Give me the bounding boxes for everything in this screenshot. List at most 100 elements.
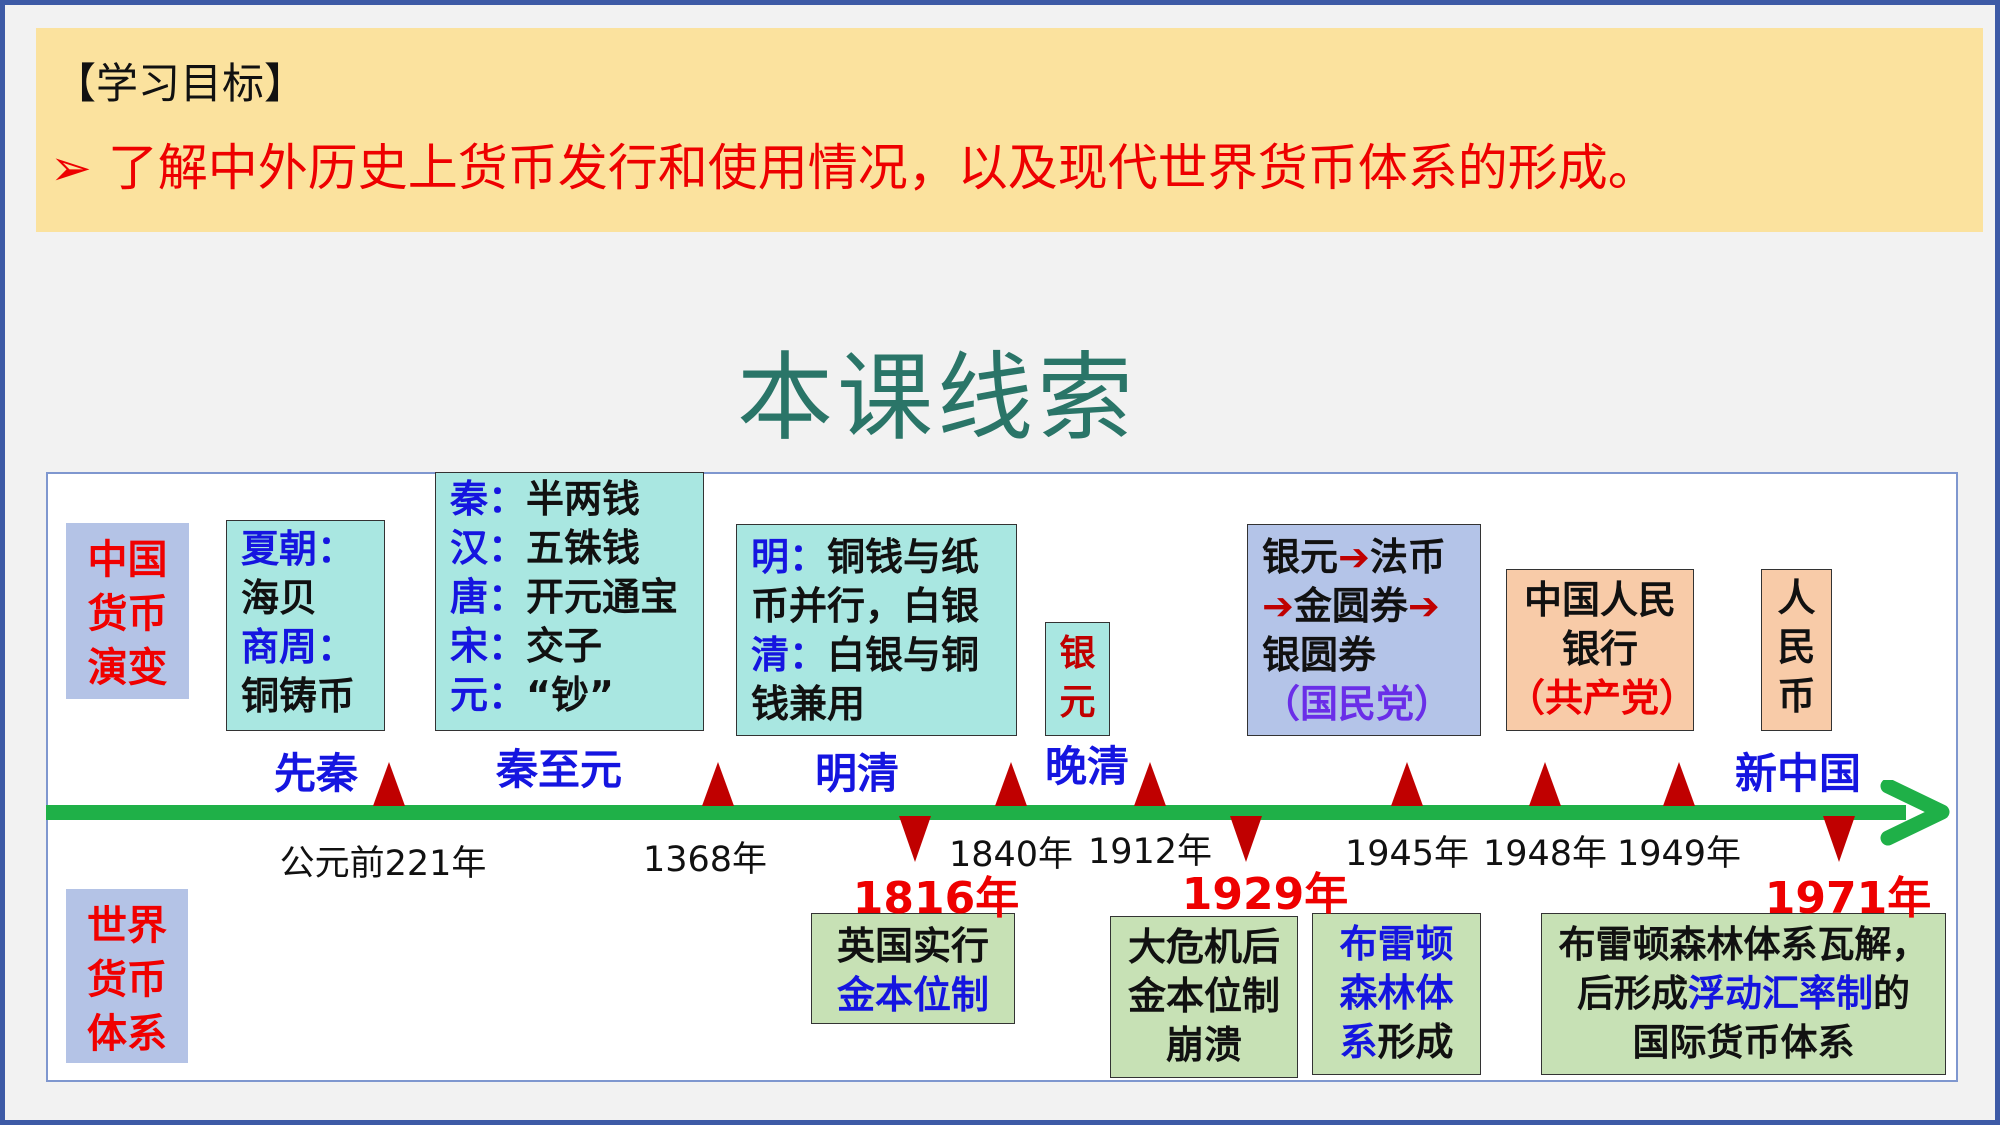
box-text: 开元通宝 xyxy=(526,575,679,619)
china_boxes-box: 夏朝： 海贝商周：铜铸币 xyxy=(226,520,385,731)
box-line: 海贝 xyxy=(241,574,370,623)
box-line: 金本位制 xyxy=(1111,972,1297,1021)
box-line: 后形成浮动汇率制的 xyxy=(1542,969,1945,1018)
box-text: 金本位制 xyxy=(1127,974,1280,1018)
year-label: 1840年 xyxy=(948,835,1074,875)
box-line: 布雷顿森林体系瓦解， xyxy=(1542,920,1945,969)
box-text: 钱兼用 xyxy=(751,682,866,726)
box-text: （国民党） xyxy=(1262,682,1453,726)
goal-text: ➢ 了解中外历史上货币发行和使用情况，以及现代世界货币体系的形成。 xyxy=(50,128,1658,200)
bullet-arrow-icon: ➢ xyxy=(50,139,92,197)
box-line: 国际货币体系 xyxy=(1542,1018,1945,1067)
side-label-china: 中国货币演变 xyxy=(66,523,189,699)
box-text: 海贝 xyxy=(241,576,318,620)
box-text: 金本位制 xyxy=(836,973,989,1017)
box-line: 夏朝： xyxy=(241,525,370,574)
box-line: 秦：半两钱 xyxy=(450,475,689,524)
box-line: 元：“钞” xyxy=(450,671,689,720)
era-label: 明清 xyxy=(814,749,900,798)
box-text: 形成 xyxy=(1377,1020,1454,1064)
box-line: 民 xyxy=(1762,623,1831,672)
box-text: 金圆券 xyxy=(1293,584,1408,628)
side-label-line: 货币 xyxy=(87,957,167,1003)
world_boxes-box: 大危机后金本位制崩溃 xyxy=(1110,916,1298,1078)
world-year-label: 1929年 xyxy=(1181,869,1349,920)
era-label: 先秦 xyxy=(273,749,359,798)
box-line: 元 xyxy=(1046,678,1109,727)
box-line: 铜铸币 xyxy=(241,672,370,721)
box-line: （共产党） xyxy=(1507,674,1697,723)
box-text: ➔ xyxy=(1262,584,1294,628)
box-line: 金本位制 xyxy=(812,971,1014,1020)
box-text: 秦： xyxy=(450,477,527,521)
goal-sentence: 了解中外历史上货币发行和使用情况，以及现代世界货币体系的形成。 xyxy=(107,139,1658,197)
box-text: 人 xyxy=(1777,576,1816,620)
box-line: 人 xyxy=(1762,574,1831,623)
side-label-line: 世界 xyxy=(87,903,167,949)
box-text: 白银与铜 xyxy=(827,633,980,677)
box-text: 的 xyxy=(1873,972,1910,1015)
box-text: 法币 xyxy=(1369,535,1446,579)
box-text: 币并行，白银 xyxy=(751,584,980,628)
box-text: 元： xyxy=(450,673,527,717)
box-text: 英国实行 xyxy=(836,924,989,968)
box-text: 商周： xyxy=(241,625,356,669)
box-line: 钱兼用 xyxy=(751,680,1002,729)
learning-goal-panel: 【学习目标】 ➢ 了解中外历史上货币发行和使用情况，以及现代世界货币体系的形成。 xyxy=(36,28,1983,232)
year-label: 1912年 xyxy=(1087,832,1213,872)
box-text: 半两钱 xyxy=(526,477,641,521)
china_boxes-box: 中国人民银行 （共产党） xyxy=(1506,569,1697,731)
box-text: 币 xyxy=(1777,674,1816,718)
goal-heading: 【学习目标】 xyxy=(54,59,307,108)
box-line: 英国实行 xyxy=(812,922,1014,971)
box-text: 银行 xyxy=(1561,627,1638,671)
china_boxes-box: 银元➔法币➔金圆券➔银圆券（国民党） xyxy=(1247,524,1481,736)
down-marker-icon xyxy=(1230,816,1262,862)
world-year-label: 1971年 xyxy=(1764,873,1932,924)
box-text: 银元 xyxy=(1262,535,1339,579)
up-marker-icon xyxy=(702,762,734,806)
side-label-line: 中国 xyxy=(87,537,168,583)
box-text: 明： xyxy=(751,535,828,579)
box-text: 浮动汇率制 xyxy=(1688,972,1873,1015)
box-line: 系形成 xyxy=(1313,1018,1480,1067)
box-text: 五铢钱 xyxy=(526,526,641,570)
up-marker-icon xyxy=(1663,762,1695,806)
year-label: 1949年 xyxy=(1616,834,1742,874)
year-label: 1368年 xyxy=(642,840,768,880)
box-text: ➔ xyxy=(1338,535,1370,579)
world_boxes-box: 英国实行金本位制 xyxy=(811,913,1015,1024)
box-text: 夏朝： xyxy=(241,527,356,571)
world_boxes-box: 布雷顿森林体系瓦解，后形成浮动汇率制的国际货币体系 xyxy=(1541,913,1946,1075)
box-line: 中国人民 xyxy=(1507,576,1693,625)
box-line: 布雷顿 xyxy=(1313,920,1480,969)
box-text: 交子 xyxy=(526,624,603,668)
box-line: 银圆券 xyxy=(1262,631,1466,680)
box-text: 森林体 xyxy=(1339,971,1454,1015)
box-line: 银行 xyxy=(1507,625,1693,674)
box-text: 银圆券 xyxy=(1262,633,1377,677)
box-text: （共产党） xyxy=(1507,676,1698,720)
box-text: “钞” xyxy=(526,673,614,717)
china_boxes-box: 明：铜钱与纸币并行，白银清：白银与铜钱兼用 xyxy=(736,524,1017,736)
box-text: 清： xyxy=(751,633,828,677)
box-line: 币 xyxy=(1762,672,1831,721)
timeline-arrowhead-icon xyxy=(1880,780,1950,846)
box-text: 中国人民 xyxy=(1523,578,1676,622)
box-line: 银元➔法币 xyxy=(1262,533,1466,582)
up-marker-icon xyxy=(1391,762,1423,806)
side-label-line: 货币 xyxy=(87,591,168,637)
box-line: ➔金圆券➔ xyxy=(1262,582,1466,631)
world-year-label: 1816年 xyxy=(852,873,1020,924)
box-line: 清：白银与铜 xyxy=(751,631,1002,680)
page-title: 本课线索 xyxy=(737,342,1137,454)
down-marker-icon xyxy=(899,816,931,862)
box-text: 布雷顿 xyxy=(1339,922,1454,966)
box-line: 大危机后 xyxy=(1111,923,1297,972)
box-text: 宋： xyxy=(450,624,527,668)
era-label: 新中国 xyxy=(1734,749,1862,798)
box-line: 宋：交子 xyxy=(450,622,689,671)
box-text: 崩溃 xyxy=(1165,1023,1242,1067)
china_boxes-box: 人民币 xyxy=(1761,569,1832,731)
box-line: 汉：五铢钱 xyxy=(450,524,689,573)
